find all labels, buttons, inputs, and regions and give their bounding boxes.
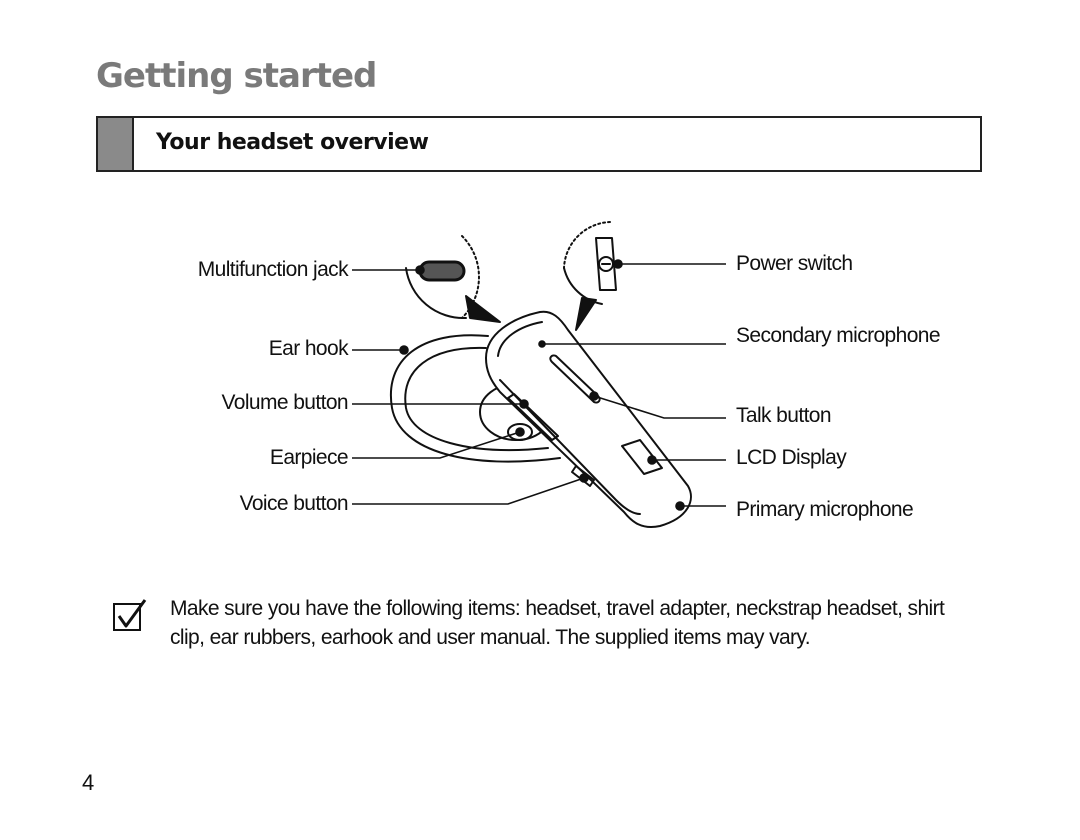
label-primary-microphone: Primary microphone bbox=[736, 498, 914, 521]
page-number: 4 bbox=[82, 770, 95, 795]
section-title: Your headset overview bbox=[156, 130, 429, 155]
page-title: Getting started bbox=[96, 56, 377, 96]
label-voice-button: Voice button bbox=[239, 492, 349, 515]
lcd-display-shape bbox=[621, 439, 663, 475]
section-header: Your headset overview bbox=[96, 116, 982, 172]
voice-button-shape bbox=[571, 465, 595, 487]
label-ear-hook: Ear hook bbox=[268, 337, 349, 360]
label-lcd-display: LCD Display bbox=[736, 446, 847, 469]
label-volume-button: Volume button bbox=[221, 391, 349, 414]
note-text: Make sure you have the following items: … bbox=[170, 597, 945, 649]
section-tab-marker bbox=[98, 118, 134, 170]
power-callout-bubble bbox=[563, 221, 611, 269]
power-callout-pointer bbox=[575, 297, 597, 331]
label-earpiece: Earpiece bbox=[269, 446, 349, 469]
jack-callout-pointer bbox=[465, 295, 501, 323]
label-power-switch: Power switch bbox=[736, 252, 853, 275]
jack-port-shape bbox=[418, 260, 466, 282]
headset-diagram bbox=[352, 221, 726, 528]
label-secondary-microphone: Secondary microphone bbox=[736, 324, 941, 347]
ear-hook-shape bbox=[389, 334, 561, 463]
headset-body bbox=[485, 310, 692, 528]
label-talk-button: Talk button bbox=[736, 404, 832, 427]
checkbox-check-icon bbox=[113, 599, 147, 631]
volume-button-shape bbox=[507, 393, 559, 441]
label-multifunction-jack: Multifunction jack bbox=[197, 258, 349, 281]
